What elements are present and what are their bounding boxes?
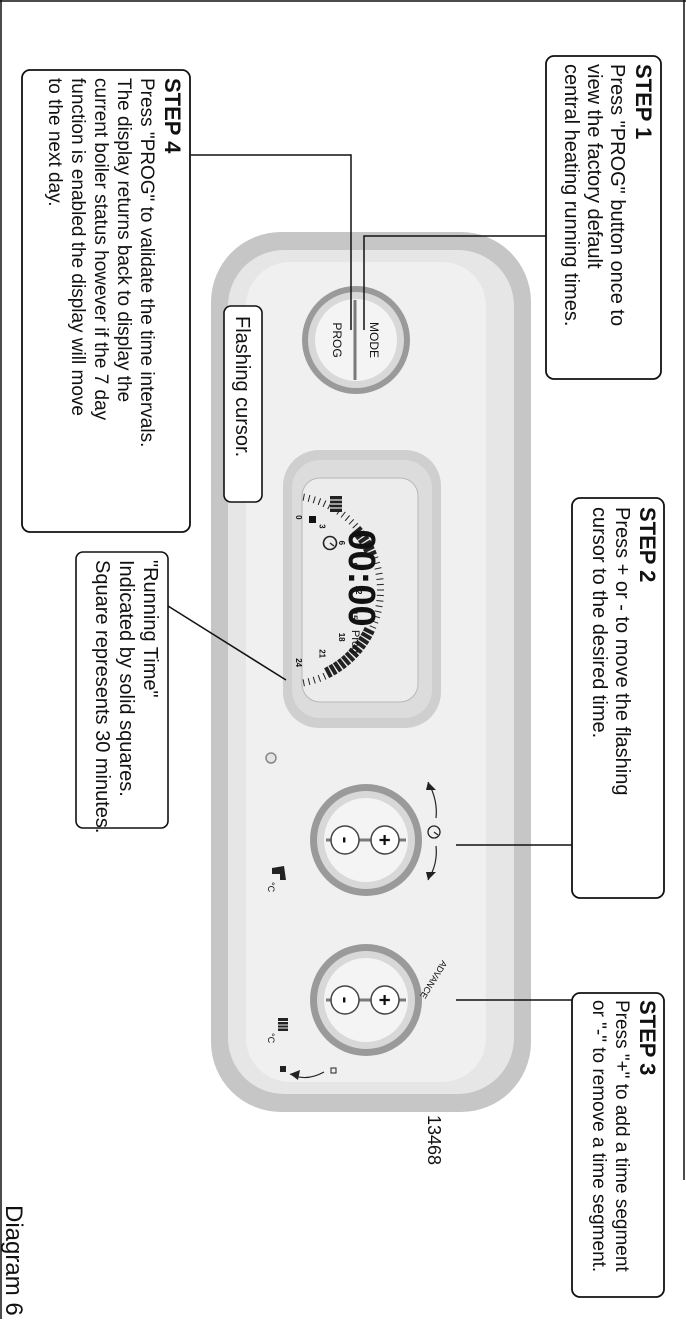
prog-button-label[interactable]: PROG: [330, 322, 344, 357]
step4-line-5: to the next day.: [44, 78, 65, 207]
step4-line-2: The display returns back to display the: [113, 78, 134, 402]
indicator-led: [266, 753, 276, 763]
running-time-callout: "Running Time" Indicated by solid square…: [76, 552, 168, 834]
hot-water-degc-label: °C: [266, 882, 276, 893]
running-time-line-3: Square represents 30 minutes.: [91, 560, 113, 834]
heating-minus-button[interactable]: -: [334, 997, 356, 1004]
lcd-flashing-cursor: [309, 516, 316, 523]
step2-title: STEP 2: [635, 507, 660, 582]
step1-line-2: view the factory default: [583, 64, 605, 269]
step1-title: STEP 1: [631, 64, 656, 139]
step1-line-1: Press "PROG" button once to: [606, 64, 628, 326]
heating-plus-button[interactable]: +: [373, 994, 395, 1006]
heating-degc-label: °C: [266, 1033, 276, 1044]
heating-radiator-icon: [278, 1018, 288, 1031]
lcd-radiator-icon: [330, 496, 342, 512]
mode-prog-knob[interactable]: MODE PROG: [302, 286, 410, 394]
running-time-line-1: "Running Time": [139, 560, 161, 698]
hot-water-knob[interactable]: + -: [310, 784, 422, 896]
step2-callout: STEP 2 Press + or - to move the flashing…: [572, 498, 664, 898]
step2-line-2: cursor to the desired time.: [588, 507, 610, 738]
mode-button-label[interactable]: MODE: [367, 322, 381, 358]
step4-callout: STEP 4 Press "PROG" to validate the time…: [22, 70, 190, 532]
hot-water-minus-button[interactable]: -: [334, 837, 356, 844]
flashing-cursor-callout: Flashing cursor.: [224, 306, 262, 502]
step4-line-4: function is enabled the display will mov…: [67, 78, 88, 416]
step1-callout: STEP 1 Press "PROG" button once to view …: [546, 56, 661, 379]
lcd-hour-label: 3: [318, 524, 327, 529]
step4-title: STEP 4: [160, 78, 185, 154]
lcd-hour-label: 24: [294, 658, 303, 667]
flashing-cursor-label: Flashing cursor.: [231, 316, 253, 457]
lcd-prog-label: Prog: [349, 630, 361, 653]
heating-advance-knob[interactable]: + -: [310, 944, 422, 1056]
running-time-line-2: Indicated by solid squares.: [115, 560, 137, 797]
hot-water-plus-button[interactable]: +: [373, 834, 395, 846]
step2-line-1: Press + or - to move the flashing: [611, 507, 633, 795]
step1-line-3: central heating running times.: [560, 64, 582, 326]
reference-number: 13468: [424, 1115, 444, 1165]
step3-line-1: Press "+" to add a time segment: [611, 1000, 632, 1272]
lcd-hour-label: 0: [294, 515, 303, 520]
step4-line-1: Press "PROG" to validate the time interv…: [136, 78, 157, 447]
step3-line-2: or "-" to remove a time segment.: [588, 1000, 609, 1272]
step4-line-3: current boiler status however if the 7 d…: [90, 78, 111, 421]
lcd-time-readout: 00:00: [340, 529, 382, 626]
step3-callout: STEP 3 Press "+" to add a time segment o…: [572, 993, 664, 1297]
diagram-label: Diagram 6: [0, 1205, 27, 1316]
step3-title: STEP 3: [635, 1000, 660, 1075]
lcd-hour-label: 18: [337, 633, 346, 642]
lcd-hour-label: 21: [318, 649, 327, 658]
